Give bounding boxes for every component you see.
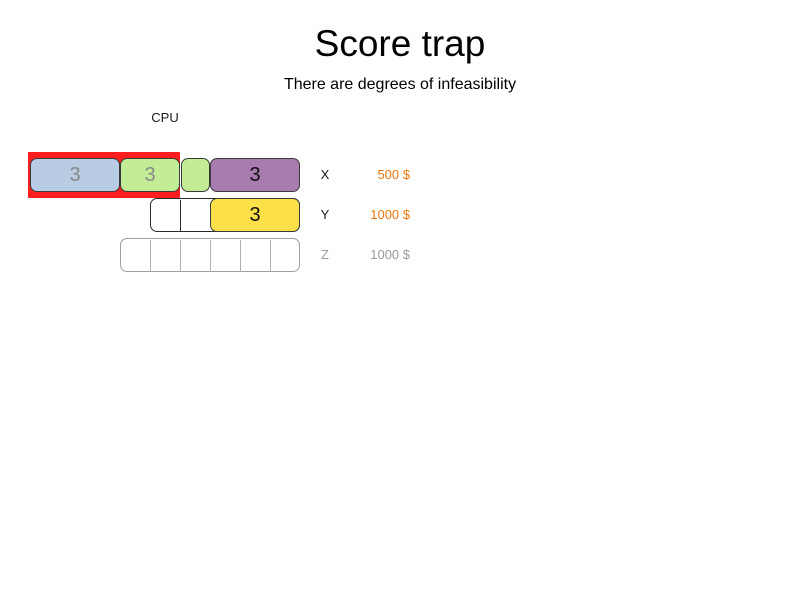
page-subtitle: There are degrees of infeasibility (283, 76, 517, 93)
row-score-y: 1000 $ (370, 207, 410, 222)
cell-divider (210, 240, 211, 272)
row-label-x: X (320, 167, 330, 182)
cell-divider (270, 240, 271, 272)
segment-y-1[interactable]: 3 (210, 198, 300, 232)
row-label-z: Z (321, 247, 329, 262)
row-label-y: Y (320, 207, 330, 222)
row-score-z: 1000 $ (370, 247, 410, 262)
cell-divider (240, 240, 241, 272)
capacity-track-z (120, 238, 300, 272)
resource-column-label: CPU (151, 110, 179, 125)
segment-x-3[interactable] (181, 158, 210, 192)
header: Score trap There are degrees of infeasib… (0, 0, 800, 94)
segment-x-4[interactable]: 3 (210, 158, 300, 192)
segment-x-1[interactable]: 3 (30, 158, 120, 192)
cell-divider (180, 200, 181, 232)
segment-x-2[interactable]: 3 (120, 158, 180, 192)
cell-divider (150, 240, 151, 272)
cell-divider (180, 240, 181, 272)
page-title: Score trap (314, 23, 486, 64)
row-score-x: 500 $ (377, 167, 410, 182)
